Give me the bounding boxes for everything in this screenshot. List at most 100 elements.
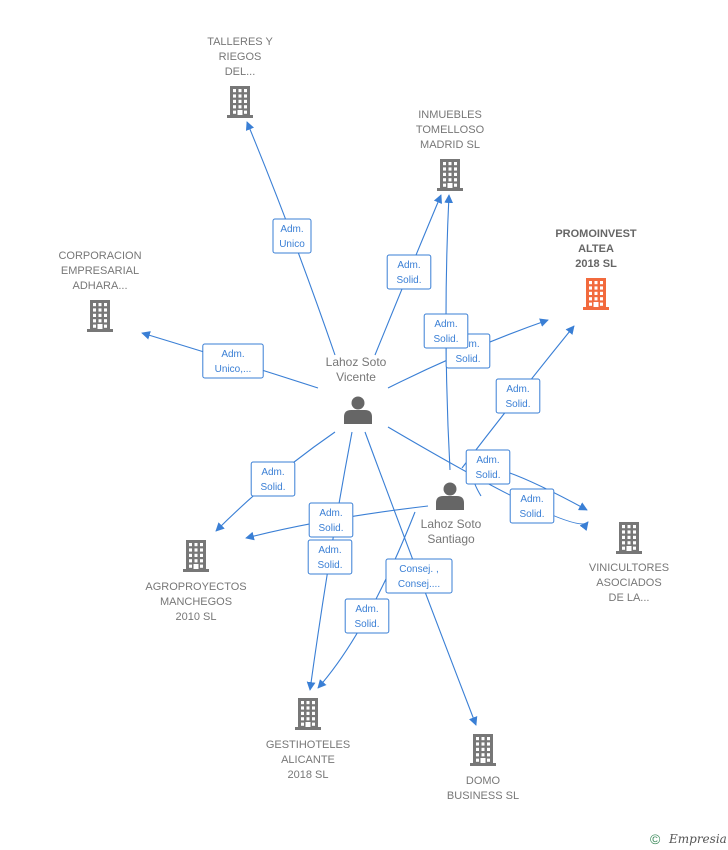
company-name-line: BUSINESS SL (447, 790, 519, 802)
relation-role-text: Adm. (476, 455, 499, 466)
relation-badge-vicente-domo[interactable]: Consej. , Consej.... (385, 558, 453, 594)
relation-role-text: Solid. (318, 523, 343, 534)
company-name-line: TOMELLOSO (416, 124, 485, 136)
company-name-line: INMUEBLES (418, 109, 482, 121)
relation-role-text: Solid. (519, 509, 544, 520)
person-name-line: Vicente (336, 370, 376, 384)
badges-layer: Adm.UnicoAdm.Solid.Adm.Solid.Adm.Unico,.… (202, 218, 555, 634)
relation-role-text: Solid. (396, 275, 421, 286)
relation-role-text: Adm. (318, 545, 341, 556)
relation-role-text: Solid. (317, 560, 342, 571)
relation-role-text: Adm. (506, 384, 529, 395)
building-icon (87, 300, 113, 332)
relation-badge-santiago-agroproyectos[interactable]: Adm. Solid. (308, 502, 354, 538)
company-name-line: 2018 SL (288, 769, 329, 781)
relation-badge-vicente-vinicultores[interactable]: Adm. Solid. (509, 488, 555, 524)
relation-badge-vicente-corporacion[interactable]: Adm. Unico,... (202, 343, 264, 379)
relation-badge-santiago-inmuebles[interactable]: Adm. Solid. (423, 313, 469, 349)
relation-role-text: Consej.... (398, 579, 440, 590)
company-node-agroproyectos[interactable]: AGROPROYECTOS MANCHEGOS 2010 SL (145, 540, 247, 623)
relation-badge-box (308, 502, 354, 538)
company-name-line: DOMO (466, 775, 501, 787)
relation-badge-vicente-talleres[interactable]: Adm. Unico (272, 218, 312, 254)
relation-badge-santiago-promoinvest[interactable]: Adm. Solid. (495, 378, 541, 414)
relation-role-text: Adm. (434, 319, 457, 330)
company-name-line: ADHARA... (72, 280, 127, 292)
company-name-line: CORPORACION (58, 250, 141, 262)
company-name-line: DE LA... (609, 592, 650, 604)
company-name-line: ALICANTE (281, 754, 335, 766)
company-name-line: MANCHEGOS (160, 596, 232, 608)
person-name-line: Lahoz Soto (326, 355, 387, 369)
relation-role-text: Adm. (397, 260, 420, 271)
building-icon (227, 86, 253, 118)
company-name-line: GESTIHOTELES (266, 739, 350, 751)
relation-badge-vicente-inmuebles[interactable]: Adm. Solid. (386, 254, 432, 290)
company-node-gestihoteles[interactable]: GESTIHOTELES ALICANTE 2018 SL (266, 698, 350, 781)
company-name-line: TALLERES Y (207, 36, 273, 48)
relation-badge-box (202, 343, 264, 379)
company-name-line: 2018 SL (575, 258, 617, 270)
building-icon (295, 698, 321, 730)
company-name-line: RIEGOS (219, 51, 262, 63)
relation-badge-box (272, 218, 312, 254)
company-name-line: MADRID SL (420, 139, 480, 151)
building-icon (616, 522, 642, 554)
company-name-line: AGROPROYECTOS (145, 581, 246, 593)
relation-role-text: Adm. (520, 494, 543, 505)
company-node-promoinvest[interactable]: PROMOINVEST ALTEA 2018 SL (555, 228, 637, 310)
relation-badge-box (385, 558, 453, 594)
relation-role-text: Solid. (475, 470, 500, 481)
building-icon (470, 734, 496, 766)
relation-role-text: Solid. (505, 399, 530, 410)
building-icon (437, 159, 463, 191)
person-icon (436, 482, 464, 510)
company-name-line: VINICULTORES (589, 562, 669, 574)
copyright-icon: © (650, 831, 661, 847)
company-name-line: EMPRESARIAL (61, 265, 139, 277)
relation-badge-box (423, 313, 469, 349)
relation-role-text: Unico (279, 239, 305, 250)
building-icon (583, 278, 609, 310)
person-name-line: Santiago (427, 532, 475, 546)
relation-badge-box (495, 378, 541, 414)
relation-role-text: Consej. , (399, 564, 438, 575)
relation-badge-santiago-gestihoteles[interactable]: Adm.Solid. (344, 598, 390, 634)
relation-badge-box (509, 488, 555, 524)
relation-role-text: Adm. (355, 604, 378, 615)
brand-logo-text: Empresia (668, 832, 727, 846)
relation-role-text: Adm. (280, 224, 303, 235)
company-node-inmuebles[interactable]: INMUEBLES TOMELLOSO MADRID SL (416, 109, 485, 191)
relation-role-text: Adm. (221, 349, 244, 360)
person-name-line: Lahoz Soto (421, 517, 482, 531)
relation-badge-santiago-vinicultores[interactable]: Adm. Solid. (465, 449, 511, 485)
company-name-line: ALTEA (578, 243, 614, 255)
company-node-corporacion[interactable]: CORPORACION EMPRESARIAL ADHARA... (58, 250, 142, 332)
relation-badge-box (344, 598, 390, 634)
relation-badge-box (386, 254, 432, 290)
company-name-line: PROMOINVEST (555, 228, 637, 240)
company-node-vinicultores[interactable]: VINICULTORES ASOCIADOS DE LA... (589, 522, 669, 604)
company-node-domo[interactable]: DOMO BUSINESS SL (447, 734, 519, 802)
relation-role-text: Unico,... (215, 364, 252, 375)
relation-badge-box (250, 461, 296, 497)
relation-role-text: Adm. (319, 508, 342, 519)
relation-badge-box (465, 449, 511, 485)
relation-badge-vicente-agroproyectos[interactable]: Adm. Solid. (250, 461, 296, 497)
relation-badge-vicente-gestihoteles[interactable]: Adm. Solid. (307, 539, 353, 575)
footer-brand: © Empresia (650, 831, 727, 847)
company-name-line: DEL... (225, 66, 256, 78)
relation-role-text: Solid. (433, 334, 458, 345)
company-name-line: ASOCIADOS (596, 577, 661, 589)
relation-badge-box (307, 539, 353, 575)
company-node-talleres[interactable]: TALLERES Y RIEGOS DEL... (207, 36, 273, 118)
relation-role-text: Adm. (261, 467, 284, 478)
person-icon (344, 396, 372, 424)
relation-role-text: Solid. (455, 354, 480, 365)
relation-role-text: Solid. (260, 482, 285, 493)
company-name-line: 2010 SL (176, 611, 217, 623)
